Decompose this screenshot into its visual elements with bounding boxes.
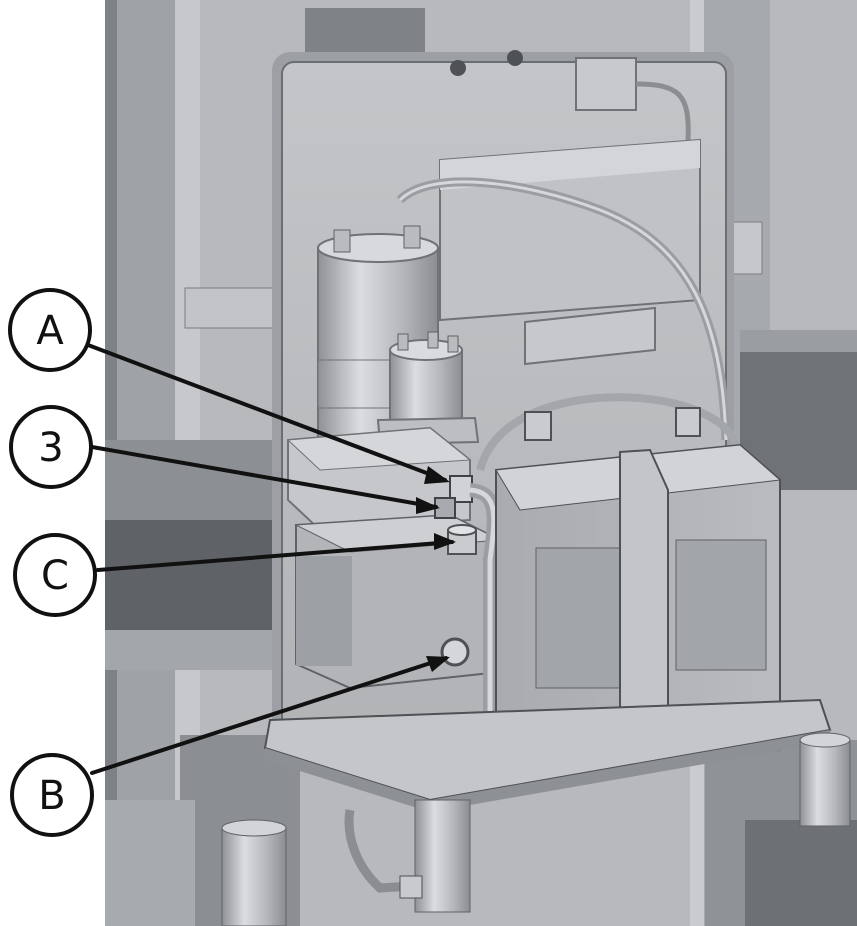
callout-c-label: C: [41, 553, 69, 599]
callout-a: A: [8, 288, 92, 372]
return-hose: [476, 393, 742, 472]
control-box: [439, 138, 701, 322]
leader-line-c: [96, 540, 454, 572]
small-connector-box: [575, 57, 691, 141]
callout-a-label: A: [36, 308, 64, 354]
reservoir-plug: [440, 637, 470, 667]
callout-c: C: [13, 533, 97, 617]
support-post-left: [221, 819, 287, 926]
callout-3: 3: [9, 405, 93, 489]
arrowhead-b: [426, 656, 450, 672]
leader-line-3: [90, 445, 438, 509]
callout-3-label: 3: [38, 425, 63, 471]
arrowhead-3: [416, 497, 440, 514]
callout-b-label: B: [38, 773, 65, 819]
arrowhead-a: [424, 466, 450, 484]
terminal-block: [524, 306, 656, 366]
hose-fitting: [434, 475, 473, 519]
support-post-right: [799, 732, 851, 827]
arrowhead-c: [434, 533, 456, 550]
base-tray: [263, 698, 832, 812]
support-post-center: [414, 799, 471, 913]
lower-hose: [344, 809, 413, 893]
callout-b: B: [10, 753, 94, 837]
leader-lines: [86, 343, 454, 775]
leader-line-a: [86, 343, 447, 482]
leader-arrowheads: [416, 466, 456, 672]
leader-line-b: [90, 656, 448, 775]
fill-cap: [447, 524, 477, 555]
